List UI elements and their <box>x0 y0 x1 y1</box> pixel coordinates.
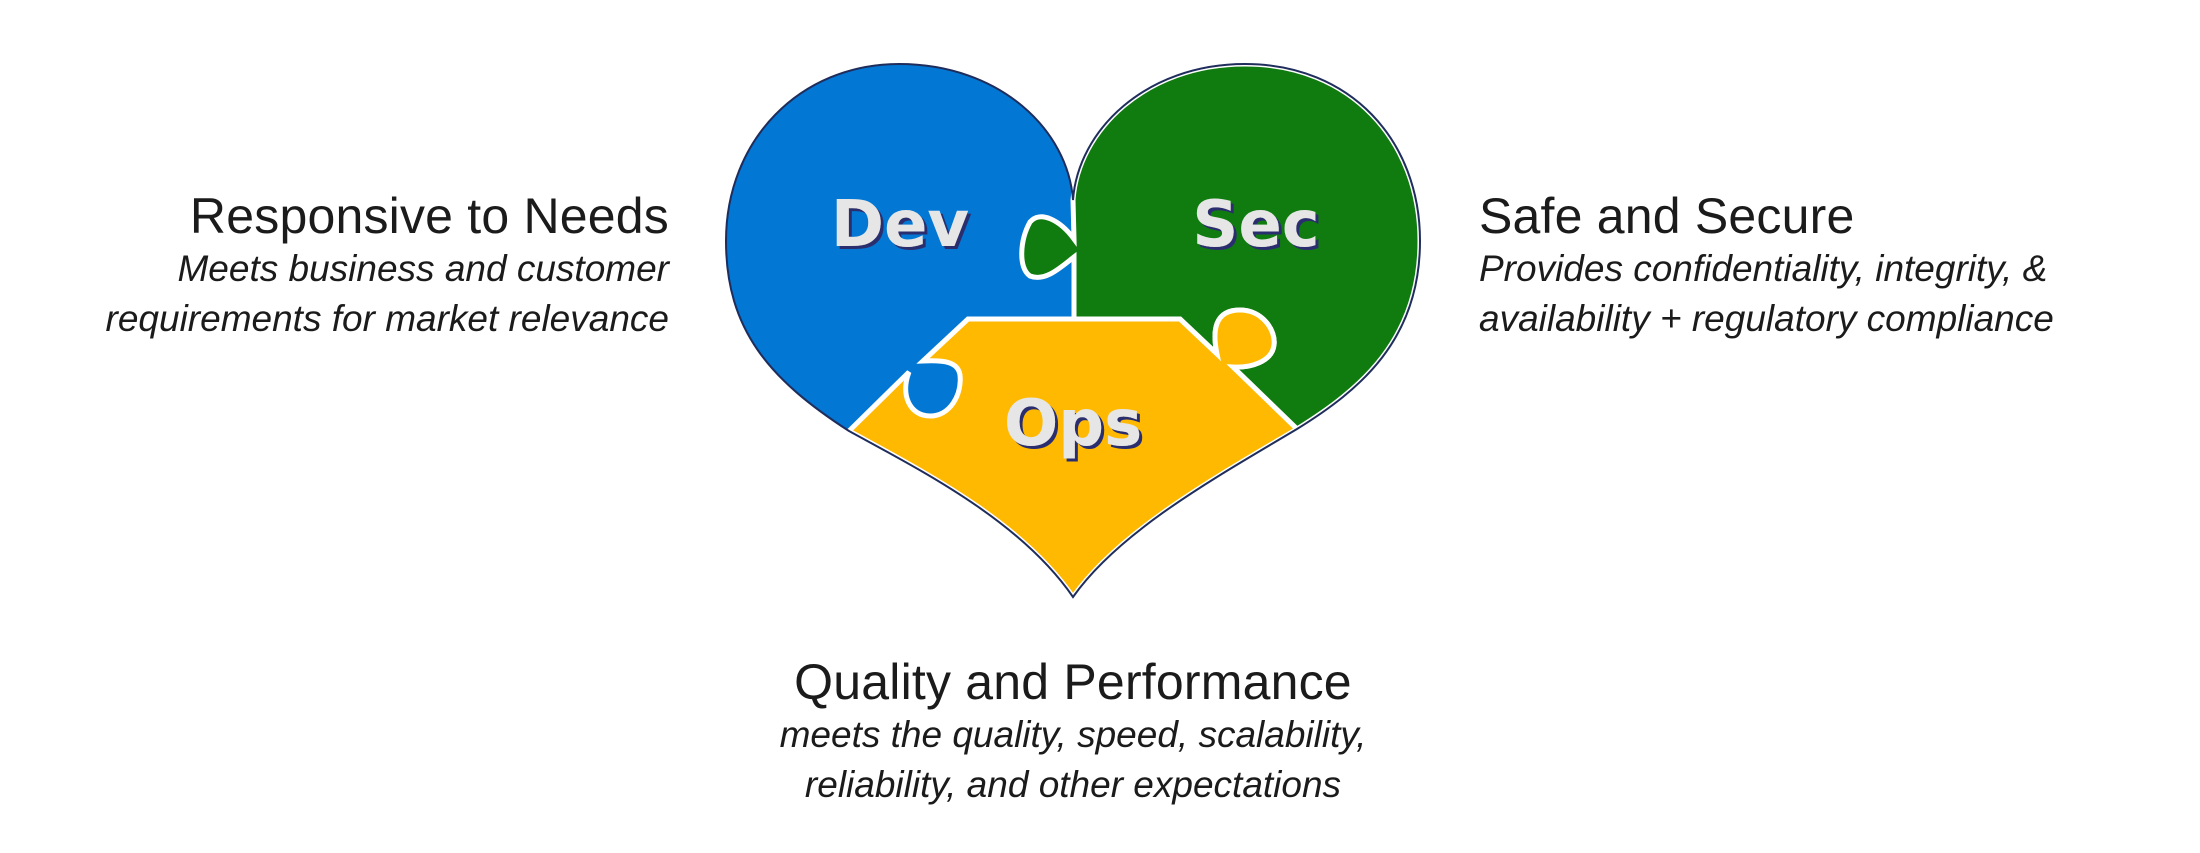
ops-label: Ops <box>1004 387 1142 461</box>
left-line-2: requirements for market relevance <box>105 298 669 339</box>
left-line-1: Meets business and customer <box>177 248 669 289</box>
heart-outline <box>724 62 1422 599</box>
safe-and-secure-block: Safe and Secure Provides confidentiality… <box>1479 188 2054 344</box>
right-line-2: availability + regulatory compliance <box>1479 298 2054 339</box>
responsive-to-needs-block: Responsive to Needs Meets business and c… <box>106 188 669 344</box>
bottom-title: Quality and Performance <box>794 654 1352 710</box>
right-line-1: Provides confidentiality, integrity, & <box>1479 248 2048 289</box>
right-title: Safe and Secure <box>1479 188 1855 244</box>
dev-label: Dev <box>831 188 969 262</box>
left-title: Responsive to Needs <box>189 188 669 244</box>
sec-label: Sec <box>1192 188 1319 262</box>
quality-and-performance-block: Quality and Performance meets the qualit… <box>780 654 1367 810</box>
bottom-line-1: meets the quality, speed, scalability, <box>779 714 1367 755</box>
bottom-line-2: reliability, and other expectations <box>804 764 1342 805</box>
